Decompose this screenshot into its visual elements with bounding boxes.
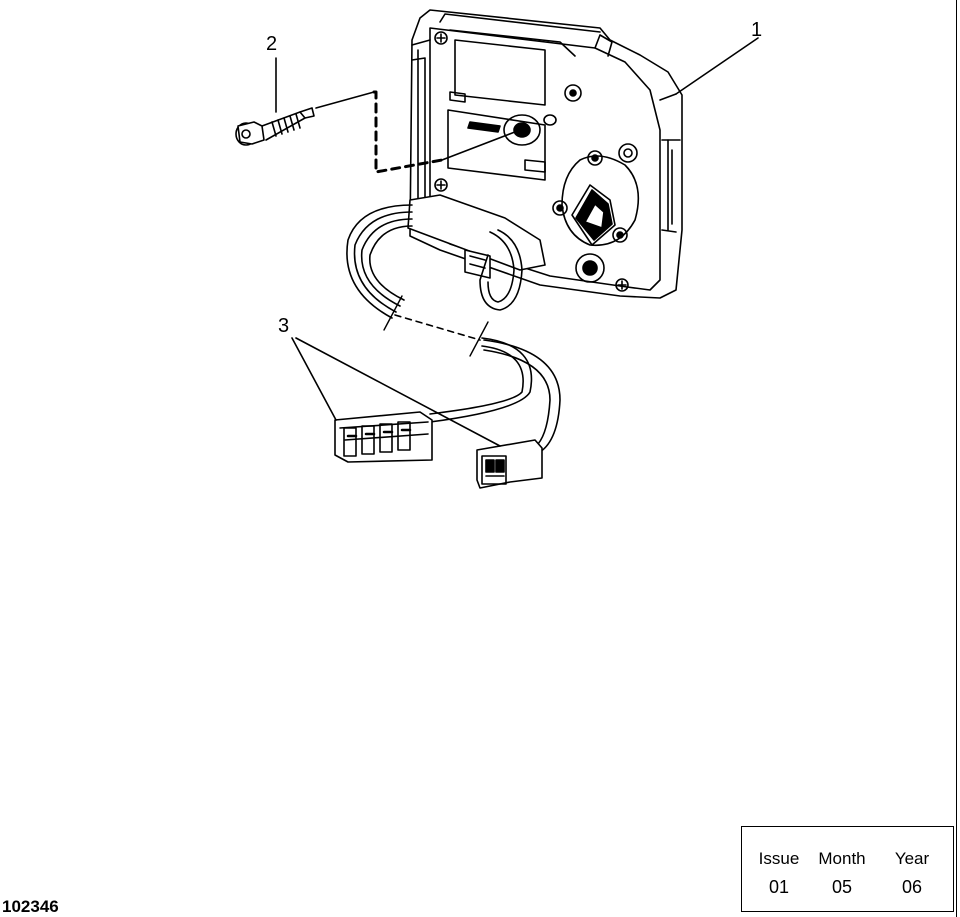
mounting-screw xyxy=(235,57,521,174)
page-border-right xyxy=(956,0,957,917)
month-header: Month xyxy=(818,849,866,868)
wiring-harness xyxy=(291,204,561,489)
actuator-module xyxy=(407,9,683,299)
month-value: 05 xyxy=(831,877,853,897)
issue-header: Issue xyxy=(758,849,800,868)
year-header: Year xyxy=(894,849,930,868)
issue-value: 01 xyxy=(768,877,790,897)
callout-3: 3 xyxy=(278,315,290,337)
callout-2: 2 xyxy=(266,33,278,55)
figure-number: 102346 xyxy=(2,897,59,916)
leader-line-1 xyxy=(675,37,759,95)
issue-block: Issue Month Year 01 05 06 xyxy=(741,826,954,912)
year-value: 06 xyxy=(901,877,923,897)
callout-1: 1 xyxy=(751,19,763,41)
